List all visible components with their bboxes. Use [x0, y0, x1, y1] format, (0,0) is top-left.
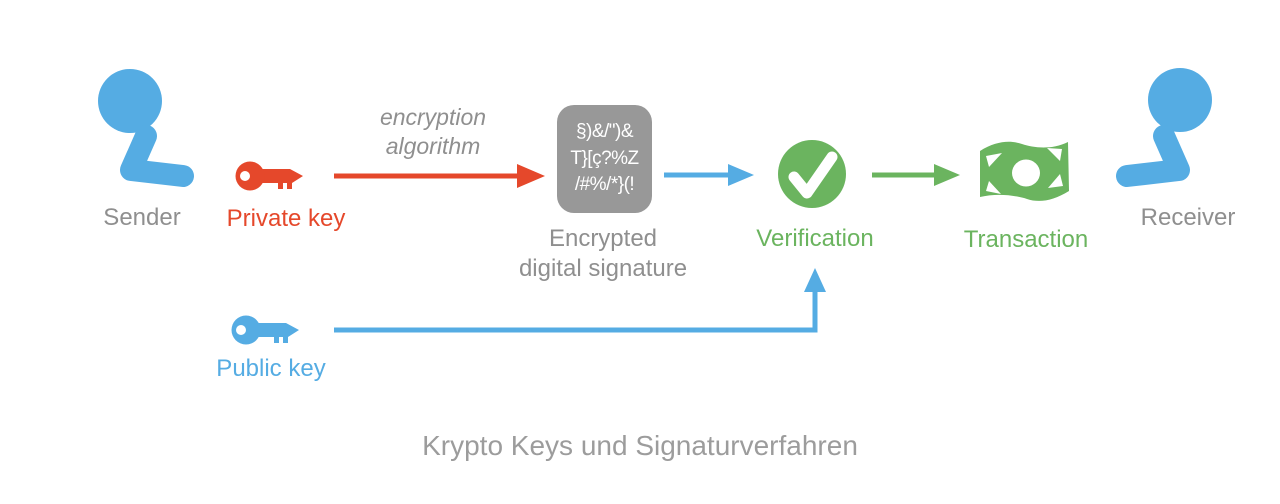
signature-caption-line-2: digital signature — [518, 255, 688, 282]
private-key-label: Private key — [226, 205, 346, 232]
encrypted-signature-box: §)&/")& T}[ç?%Z /#%/*}(! — [557, 105, 652, 213]
signature-caption-line-1: Encrypted — [548, 225, 658, 252]
receiver-person-icon — [1116, 68, 1212, 187]
diagram-caption: Krypto Keys und Signaturverfahren — [422, 430, 858, 461]
encryption-arrow — [334, 164, 545, 188]
verification-check-icon — [778, 140, 846, 208]
encryption-line-1: encryption — [379, 104, 487, 130]
sender-label: Sender — [103, 204, 181, 231]
public-key-label: Public key — [216, 355, 326, 382]
public-key-to-verification-arrow — [334, 268, 826, 333]
encryption-algorithm-label: encryption algorithm — [380, 103, 486, 161]
public-key-icon — [231, 315, 299, 345]
encrypted-signature-label: Encrypted digital signature — [519, 224, 687, 284]
signature-to-verification-arrow — [664, 164, 754, 186]
verification-label: Verification — [756, 225, 874, 252]
cipher-line-1: §)&/")& — [575, 120, 634, 142]
sender-person-icon — [98, 69, 194, 187]
encryption-line-2: algorithm — [385, 132, 481, 159]
cipher-line-2: T}[ç?%Z — [570, 147, 639, 169]
cipher-line-3: /#%/*}(! — [574, 174, 635, 196]
verification-to-transaction-arrow — [872, 164, 960, 186]
transaction-banknote-icon — [980, 141, 1069, 201]
private-key-icon — [235, 161, 303, 191]
transaction-label: Transaction — [963, 226, 1089, 253]
receiver-label: Receiver — [1140, 204, 1236, 231]
